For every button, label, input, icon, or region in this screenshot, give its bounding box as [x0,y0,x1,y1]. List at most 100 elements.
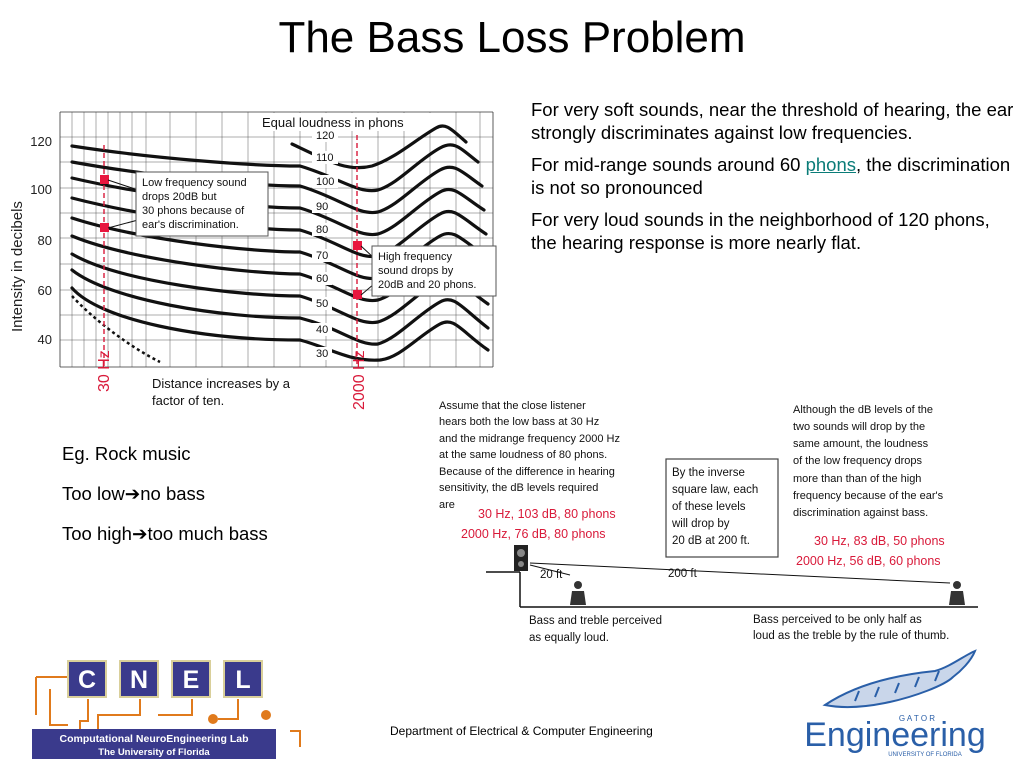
distance-note: Distance increases by a factor of ten. [152,376,291,408]
near-caption: Bass and treble perceived as equally lou… [529,615,662,644]
right-arrow-icon: ➔ [124,483,141,504]
y-tick-labels: 120 100 80 60 40 [30,134,52,347]
svg-text:Although the dB levels of the: Although the dB levels of the [793,404,933,416]
svg-text:Assume that the close listener: Assume that the close listener [439,400,586,412]
freq-30hz-label: 30 Hz [96,350,113,392]
callout-high-text: High frequency sound drops by 20dB and 2… [378,251,476,291]
chart-header: Equal loudness in phons [262,115,404,130]
callout-low-box [135,171,269,237]
inverse-square-text: By the inverse square law, each of these… [671,467,758,547]
phons-link[interactable]: phons [805,154,856,175]
y-tick-label: 80 [38,233,52,248]
far-listener-values: 30 Hz, 83 dB, 50 phons 2000 Hz, 56 dB, 6… [796,534,945,568]
svg-text:30: 30 [316,348,328,360]
bullet-mid-range-text-end: , the discrimination is not so pronounce… [531,154,1011,198]
examples-list: Eg. Rock music Too low➔no bass Too high➔… [62,443,362,563]
department-footer: Department of Electrical & Computer Engi… [390,724,653,738]
marker-2000hz-60db [353,290,362,299]
cnel-letter: E [183,666,200,694]
close-listener-text: Assume that the close listener hears bot… [439,400,620,511]
distance-20ft-arrow [529,564,571,576]
cnel-university: The University of Florida [98,747,210,758]
example-rock-music: Eg. Rock music [62,443,191,464]
svg-text:ear's discrimination.: ear's discrimination. [142,219,239,231]
cnel-letter: C [78,666,96,694]
distance-20ft-label: 20 ft [540,569,563,581]
svg-text:factor of ten.: factor of ten. [152,393,224,408]
svg-text:20 dB at 200 ft.: 20 dB at 200 ft. [672,535,750,547]
y-tick-label: 120 [30,134,52,149]
chart-header-bg [258,113,434,131]
cnel-letter-box [171,660,211,698]
cnel-letter-box [223,660,263,698]
svg-text:80: 80 [316,224,328,236]
cnel-letter-box [67,660,107,698]
far-caption: Bass perceived to be only half as loud a… [753,614,949,642]
speaker-icon [514,545,528,571]
svg-text:Bass and treble perceived: Bass and treble perceived [529,615,662,627]
svg-text:more than than of the high: more than than of the high [793,473,921,485]
svg-text:120: 120 [316,130,334,142]
svg-text:at the same loudness of 80 pho: at the same loudness of 80 phons. [439,449,607,461]
svg-text:sound drops by: sound drops by [378,265,454,277]
svg-text:By the inverse: By the inverse [672,467,745,479]
y-tick-label: 60 [38,283,52,298]
bullet-mid-range: For mid-range sounds around 60 phons, th… [531,153,1019,199]
equal-loudness-chart: 120 100 80 60 40 Intensity in decibels E… [9,111,497,410]
svg-text:same amount, the loudness: same amount, the loudness [793,438,929,450]
phon-labels: 120 110 100 90 80 70 60 50 40 30 [312,129,338,360]
svg-text:High frequency: High frequency [378,251,452,263]
listener-distance-diagram: Assume that the close listener hears bot… [439,400,978,644]
near-listener-icon [570,581,586,605]
svg-text:are: are [439,499,455,511]
svg-text:Distance increases by a: Distance increases by a [152,376,291,391]
svg-text:30 Hz, 83 dB, 50 phons: 30 Hz, 83 dB, 50 phons [814,534,945,548]
slide-title: The Bass Loss Problem [278,13,746,62]
gator-icon [822,649,977,709]
bullet-mid-range-text: For mid-range sounds around 60 [531,154,806,175]
svg-text:100: 100 [316,176,334,188]
cnel-letter-box [119,660,159,698]
svg-text:drops 20dB but: drops 20dB but [142,191,217,203]
cnel-letter: N [130,666,148,694]
svg-text:50: 50 [316,298,328,310]
loudness-contours [70,124,490,362]
svg-text:40: 40 [316,324,328,336]
svg-text:as equally loud.: as equally loud. [529,632,609,644]
threshold-curve [71,295,161,364]
uf-text: UNIVERSITY OF FLORIDA [888,752,962,758]
marker-30hz-80db [100,223,109,232]
svg-text:70: 70 [316,250,328,262]
right-arrow-icon: ➔ [131,523,148,544]
callout-high-box [371,245,497,297]
callout-low-text: Low frequency sound drops 20dB but 30 ph… [142,177,247,231]
far-listener-text: Although the dB levels of the two sounds… [793,404,944,519]
svg-text:and the midrange frequency 200: and the midrange frequency 2000 Hz [439,433,620,445]
svg-text:Low frequency sound: Low frequency sound [142,177,247,189]
callout-low-pointer [107,219,139,229]
far-listener-icon [949,581,965,605]
svg-text:2000 Hz, 56 dB, 60 phons: 2000 Hz, 56 dB, 60 phons [796,554,941,568]
svg-text:two sounds will drop by the: two sounds will drop by the [793,421,925,433]
gator-small-text: G A T O R [899,714,935,723]
svg-text:Because of the difference in h: Because of the difference in hearing [439,466,615,478]
chart-grid [59,111,494,368]
svg-text:30 phons because of: 30 phons because of [142,205,245,217]
cnel-banner [32,729,276,759]
engineering-wordmark: Engineering [804,716,985,754]
example-too-low: Too low➔no bass [62,483,206,504]
cnel-logo: C N E L Computational NeuroEngineering L… [32,660,301,759]
svg-text:loud as the treble by the rule: loud as the treble by the rule of thumb. [753,630,949,642]
svg-text:2000 Hz, 76 dB, 80 phons: 2000 Hz, 76 dB, 80 phons [461,527,606,541]
distance-200ft-label: 200 ft [668,568,698,580]
callout-low-pointer [107,179,139,191]
close-listener-values: 30 Hz, 103 dB, 80 phons 2000 Hz, 76 dB, … [461,507,616,541]
distance-200ft-arrow [529,562,951,584]
svg-text:90: 90 [316,201,328,213]
svg-text:60: 60 [316,273,328,285]
y-tick-label: 100 [30,182,52,197]
cnel-lab-name: Computational NeuroEngineering Lab [59,733,248,745]
svg-text:20dB and 20 phons.: 20dB and 20 phons. [378,279,476,291]
svg-text:of the low frequency drops: of the low frequency drops [793,455,923,467]
svg-text:110: 110 [316,152,334,164]
